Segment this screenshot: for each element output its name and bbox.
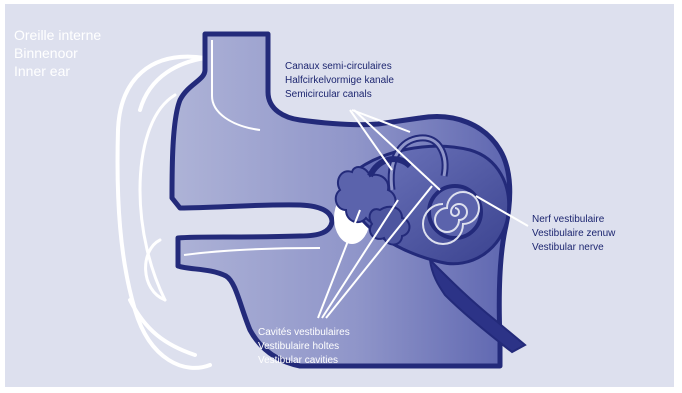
label-canals-en: Semicircular canals bbox=[285, 88, 372, 101]
label-nerve-en: Vestibular nerve bbox=[532, 241, 604, 254]
label-nerve-fr: Nerf vestibulaire bbox=[532, 213, 604, 226]
label-nerve-af: Vestibulaire zenuw bbox=[532, 227, 615, 240]
label-canals-fr: Canaux semi-circulaires bbox=[285, 60, 392, 73]
label-canals-af: Halfcirkelvormige kanale bbox=[285, 74, 394, 87]
title-french: Oreille interne bbox=[14, 26, 101, 44]
label-cavities-en: Vestibular cavities bbox=[258, 354, 338, 367]
title-afrikaans: Binnenoor bbox=[14, 44, 78, 62]
label-cavities-af: Vestibulaire holtes bbox=[258, 340, 339, 353]
title-english: Inner ear bbox=[14, 62, 70, 80]
label-cavities-fr: Cavités vestibulaires bbox=[258, 326, 350, 339]
